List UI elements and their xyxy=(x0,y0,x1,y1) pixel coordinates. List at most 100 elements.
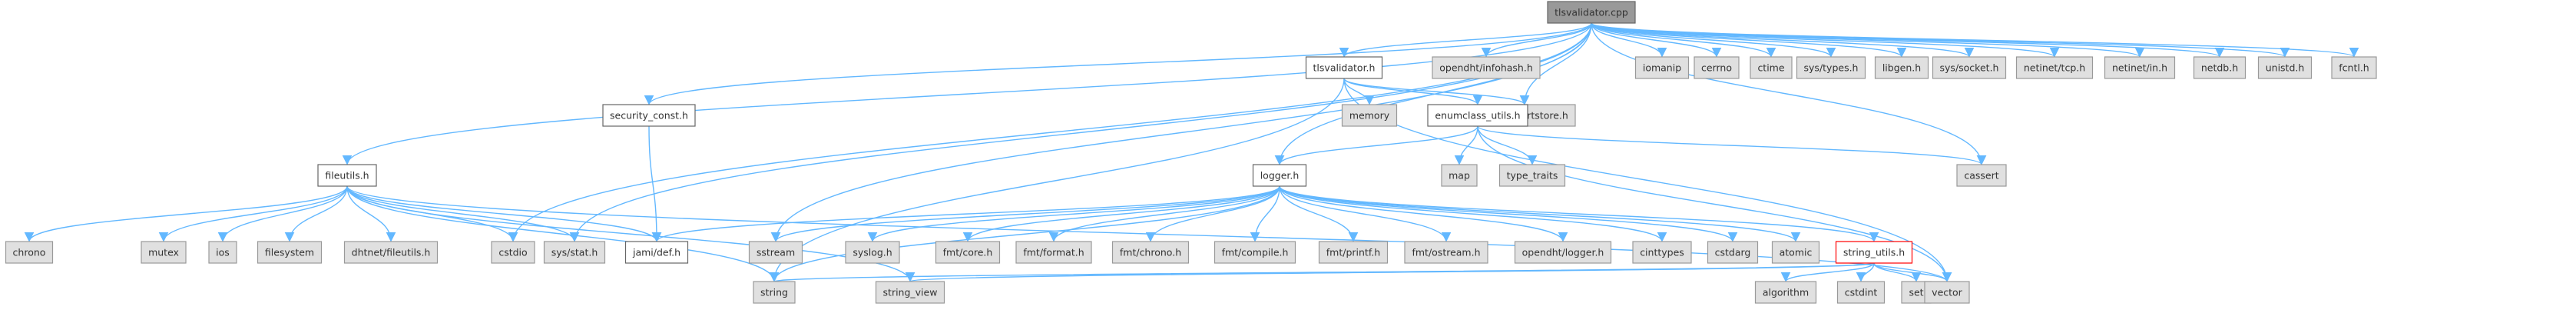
node-box xyxy=(208,241,237,264)
node-label: vector xyxy=(1932,287,1963,298)
edge-tlsvalidator-cpp-to-security-const xyxy=(644,22,1592,105)
node-box xyxy=(1252,164,1307,187)
edge-fileutils-to-mutex xyxy=(158,185,348,242)
node-string-utils[interactable]: string_utils.h xyxy=(1835,241,1913,264)
edge-fileutils-to-string xyxy=(346,185,780,282)
node-box xyxy=(543,241,606,264)
node-label: cinttypes xyxy=(1640,247,1684,258)
node-syslog: syslog.h xyxy=(845,241,900,264)
node-logger[interactable]: logger.h xyxy=(1252,164,1307,187)
node-label: fmt/chrono.h xyxy=(1120,247,1181,258)
node-label: filesystem xyxy=(265,247,314,258)
node-tlsvalidator-h[interactable]: tlsvalidator.h xyxy=(1305,56,1383,79)
node-libgen: libgen.h xyxy=(1874,56,1929,79)
node-tlsvalidator-cpp[interactable]: tlsvalidator.cpp xyxy=(1547,1,1636,24)
edge-logger-to-jami-def xyxy=(651,185,1280,242)
edge-tlsvalidator-cpp-to-sys-socket xyxy=(1591,22,1975,58)
node-label: syslog.h xyxy=(853,247,892,258)
node-label: type_traits xyxy=(1507,170,1558,182)
edge-fileutils-to-filesystem xyxy=(284,185,348,242)
node-fcntl: fcntl.h xyxy=(2331,56,2377,79)
node-label: iomanip xyxy=(1643,62,1681,74)
node-fileutils[interactable]: fileutils.h xyxy=(317,164,377,187)
node-label: string_view xyxy=(883,287,938,298)
node-label: cassert xyxy=(1964,170,1998,182)
node-chrono: chrono xyxy=(5,241,54,264)
node-cstdint: cstdint xyxy=(1836,281,1886,304)
node-box xyxy=(1754,281,1817,304)
node-label: enumclass_utils.h xyxy=(1435,110,1520,122)
node-opendht-infohash: opendht/infohash.h xyxy=(1432,56,1541,79)
node-enumclass-utils[interactable]: enumclass_utils.h xyxy=(1427,104,1528,127)
node-label: sys/socket.h xyxy=(1940,62,1999,74)
edge-fileutils-to-sys-stat xyxy=(346,185,580,242)
node-label: libgen.h xyxy=(1882,62,1921,74)
edge-enumclass-utils-to-logger xyxy=(1274,125,1478,165)
node-label: atomic xyxy=(1780,247,1813,258)
node-box xyxy=(1874,56,1929,79)
node-label: chrono xyxy=(13,247,46,258)
edge-enumclass-utils-to-type-traits xyxy=(1477,125,1538,165)
node-box xyxy=(1750,56,1793,79)
node-filesystem: filesystem xyxy=(257,241,323,264)
edge-logger-to-fmt-ostream xyxy=(1279,185,1452,242)
nodes-layer: tlsvalidator.cpp opendht/infohash.h iomani… xyxy=(5,1,2377,304)
node-label: sys/stat.h xyxy=(551,247,598,258)
edge-tlsvalidator-cpp-to-opendht-infohash xyxy=(1481,22,1592,58)
edge-tlsvalidator-cpp-to-ctime xyxy=(1591,22,1776,58)
edge-fileutils-to-dhtnet-fileutils xyxy=(346,185,396,242)
node-sys-types: sys/types.h xyxy=(1796,56,1866,79)
node-jami-def[interactable]: jami/def.h xyxy=(624,241,689,264)
node-label: sstream xyxy=(757,247,795,258)
node-box xyxy=(1111,241,1190,264)
node-box xyxy=(1318,241,1389,264)
node-box xyxy=(1707,241,1759,264)
node-box xyxy=(1441,164,1478,187)
node-box xyxy=(748,241,803,264)
node-label: cerrno xyxy=(1701,62,1732,74)
edge-logger-to-syslog xyxy=(867,185,1280,242)
node-security-const[interactable]: security_const.h xyxy=(602,104,696,127)
node-label: fileutils.h xyxy=(325,170,369,182)
node-fmt-core: fmt/core.h xyxy=(935,241,1001,264)
node-label: opendht/infohash.h xyxy=(1439,62,1533,74)
edge-tlsvalidator-cpp-to-libgen xyxy=(1591,22,1907,58)
node-label: dhtnet/fileutils.h xyxy=(352,247,431,258)
node-label: fmt/compile.h xyxy=(1222,247,1289,258)
node-label: fcntl.h xyxy=(2339,62,2369,74)
edge-tlsvalidator-cpp-to-cassert xyxy=(1591,22,1987,165)
node-label: ctime xyxy=(1757,62,1784,74)
node-map: map xyxy=(1441,164,1478,187)
node-box xyxy=(1634,56,1690,79)
node-cinttypes: cinttypes xyxy=(1632,241,1692,264)
node-fmt-ostream: fmt/ostream.h xyxy=(1404,241,1488,264)
edge-enumclass-utils-to-map xyxy=(1454,125,1478,165)
node-box xyxy=(257,241,323,264)
node-label: set xyxy=(1909,287,1923,298)
node-box xyxy=(602,104,696,127)
edge-logger-to-fmt-compile xyxy=(1250,185,1280,242)
node-box xyxy=(317,164,377,187)
node-box xyxy=(5,241,54,264)
edge-logger-to-cstdarg xyxy=(1279,185,1738,242)
node-cassert: cassert xyxy=(1956,164,2007,187)
node-box xyxy=(1432,56,1541,79)
node-ctime: ctime xyxy=(1750,56,1793,79)
node-label: cstdio xyxy=(498,247,527,258)
node-label: string_utils.h xyxy=(1843,247,1905,258)
node-box xyxy=(1924,281,1970,304)
node-box xyxy=(1771,241,1820,264)
edge-string-utils-to-string-view xyxy=(906,262,1875,282)
edge-string-utils-to-cstdint xyxy=(1856,262,1875,282)
edge-fileutils-to-chrono xyxy=(24,185,348,242)
node-label: security_const.h xyxy=(610,110,688,122)
edge-logger-to-string-utils xyxy=(1279,185,1879,242)
node-label: algorithm xyxy=(1763,287,1809,298)
node-box xyxy=(2331,56,2377,79)
edge-tlsvalidator-cpp-to-netinet-tcp xyxy=(1591,22,2059,58)
node-algorithm: algorithm xyxy=(1754,281,1817,304)
node-box xyxy=(343,241,439,264)
node-cstdarg: cstdarg xyxy=(1707,241,1759,264)
node-box xyxy=(1427,104,1528,127)
